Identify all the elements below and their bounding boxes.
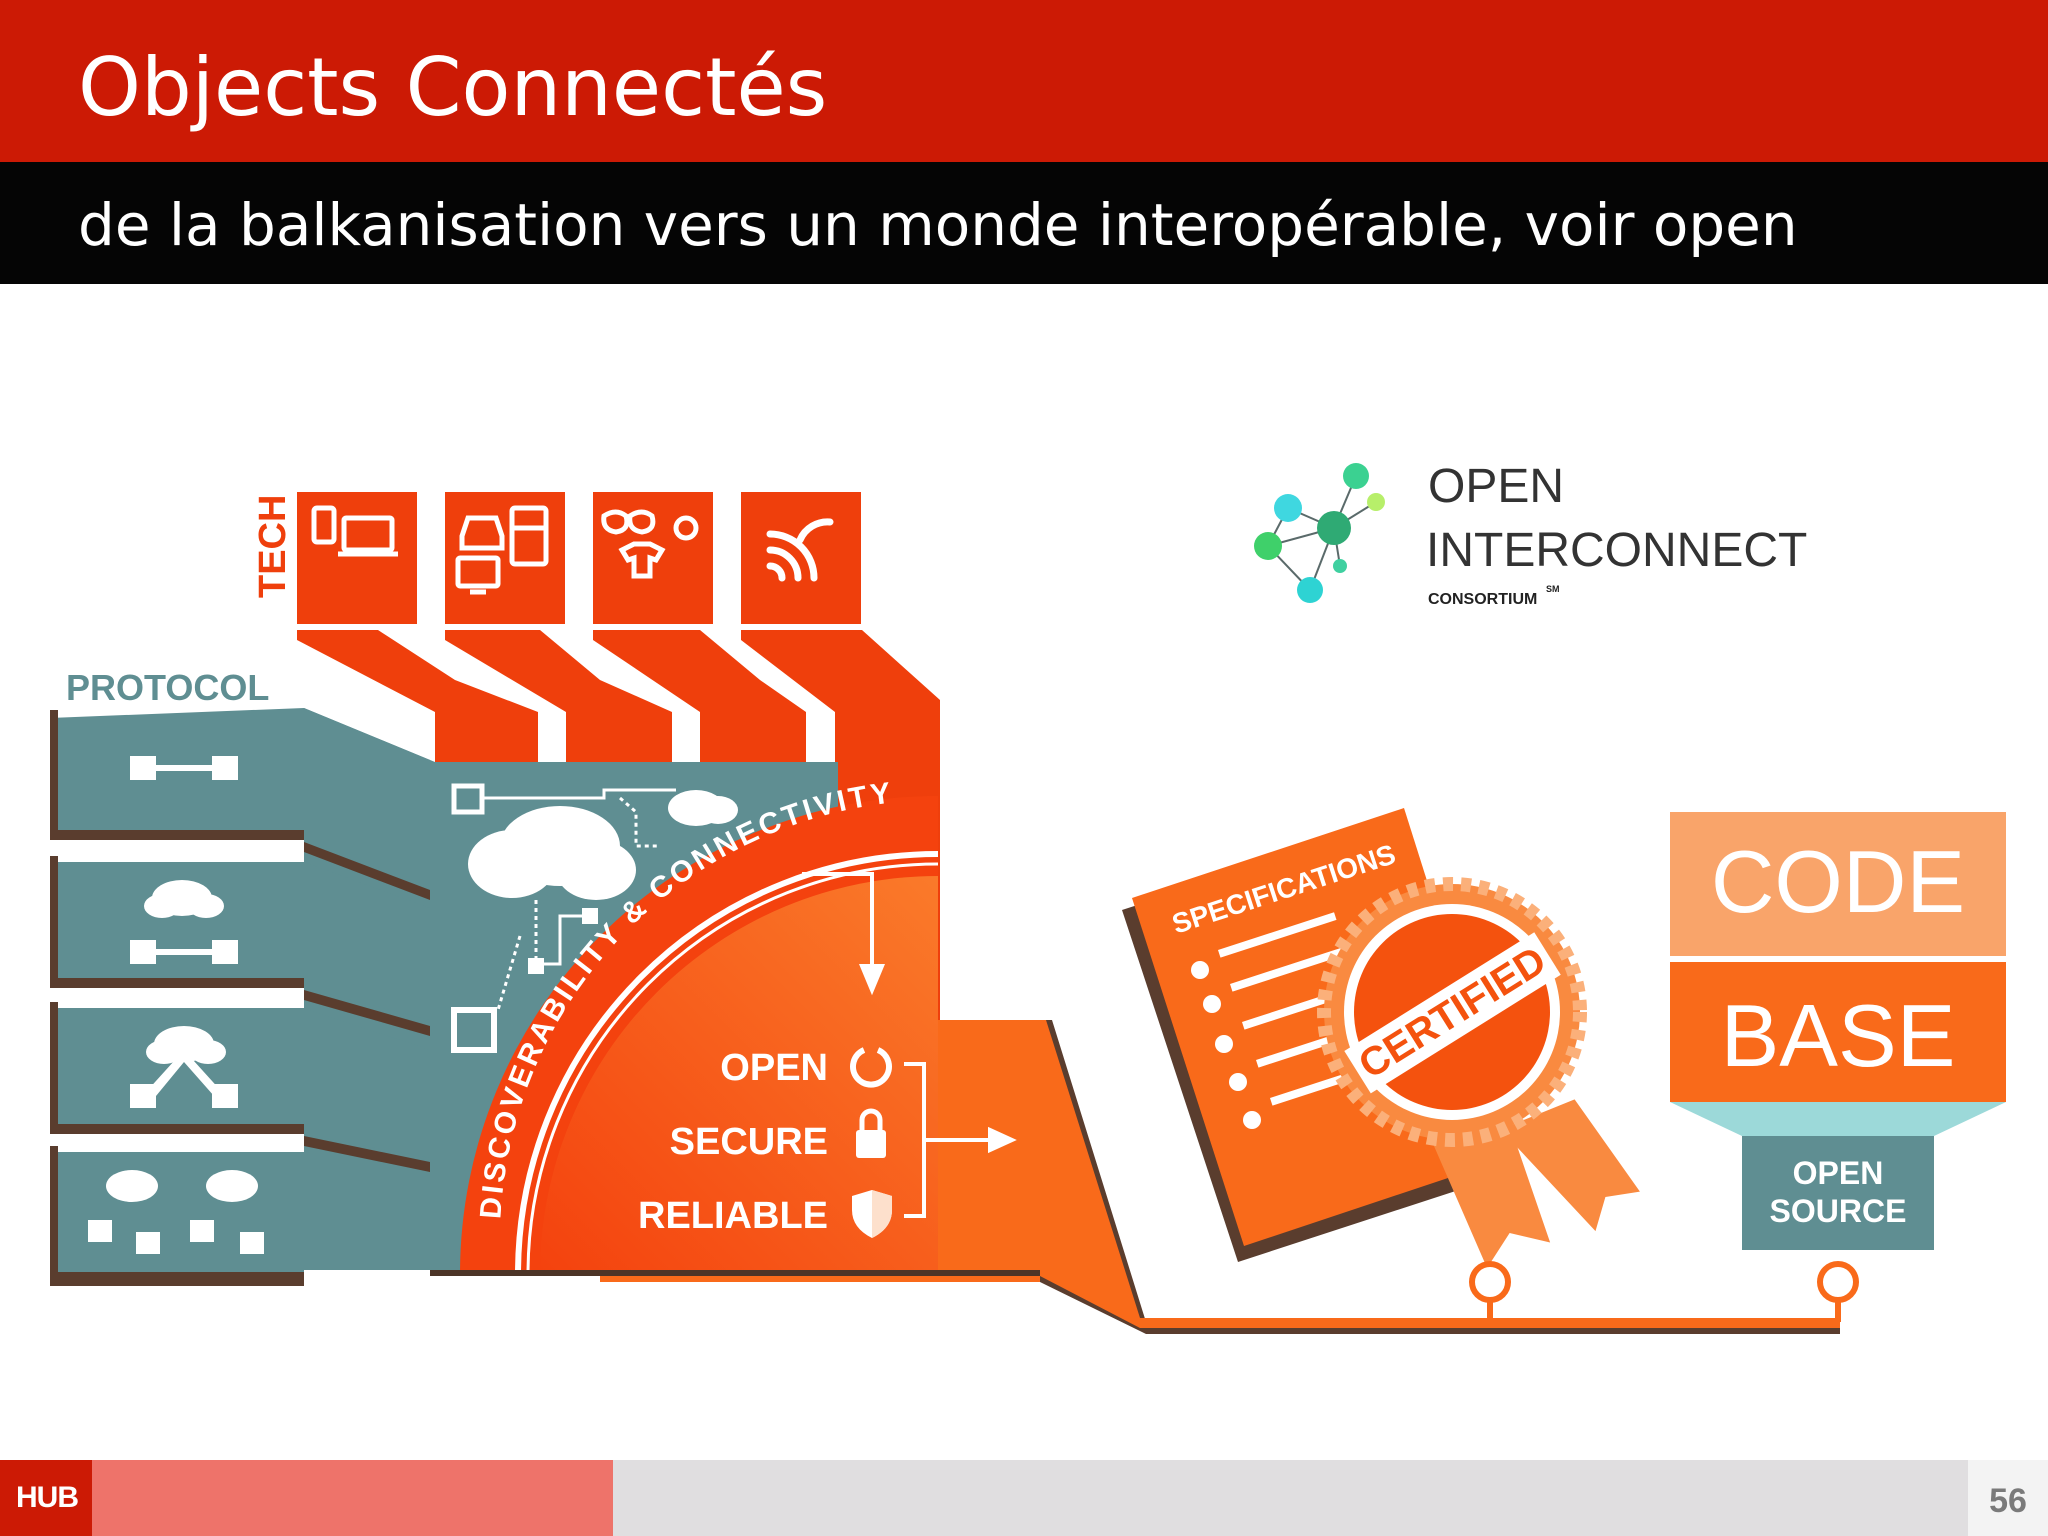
open-source-label-line1: OPEN <box>1793 1155 1884 1191</box>
iot-diagram: TECH <box>50 460 2006 1334</box>
subtitle-bar <box>0 162 2048 284</box>
car-fridge-tv-icon <box>455 505 549 595</box>
discoverability-arc <box>460 796 939 1270</box>
open-source-label-line2: SOURCE <box>1770 1193 1907 1229</box>
wireless-signal-icon <box>766 518 834 582</box>
slide-subtitle: de la balkanisation vers un monde intero… <box>78 191 1798 259</box>
progress-bar-track <box>613 1460 1968 1536</box>
point-to-point-icon <box>130 756 238 780</box>
protocol-block-1 <box>50 708 430 900</box>
cloud-connect-icon <box>130 880 238 964</box>
tech-box-devices <box>297 492 417 624</box>
hub-logo-text: HUB <box>16 1481 79 1514</box>
power-icon <box>850 1047 892 1088</box>
lock-icon <box>856 1108 886 1158</box>
tech-label: TECH <box>252 495 294 598</box>
page-number: 56 <box>1989 1482 2027 1520</box>
open-interconnect-logo: OPEN INTERCONNECT CONSORTIUM SM <box>1254 460 1807 608</box>
slide-title: Objects Connectés <box>78 41 828 134</box>
network-nodes-icon <box>1254 463 1385 603</box>
property-secure: SECURE <box>670 1121 828 1163</box>
protocol-block-4 <box>50 1146 304 1286</box>
cloud-network <box>451 783 738 1053</box>
glasses-watch-shirt-icon <box>601 509 699 579</box>
progress-bar-fill <box>92 1460 613 1536</box>
shield-icon <box>852 1190 892 1238</box>
phone-laptop-icon <box>311 505 398 557</box>
protocol-block-3 <box>50 1002 430 1172</box>
ramp <box>1040 1020 1840 1334</box>
logo-service-mark: SM <box>1546 584 1560 594</box>
code-label: CODE <box>1711 832 1965 931</box>
logo-line3: CONSORTIUM <box>1428 591 1537 608</box>
page-number-box <box>1968 1460 2048 1536</box>
connector-pins <box>1469 1261 1859 1322</box>
protocol-label: PROTOCOL <box>66 667 269 708</box>
down-arrow <box>802 872 885 996</box>
title-bar <box>0 0 2048 162</box>
tech-box-wearables <box>593 492 713 624</box>
logo-line1: OPEN <box>1428 460 1564 513</box>
certified-seal: CERTIFIED <box>1317 877 1640 1268</box>
hub-logo <box>0 1460 92 1536</box>
cloud-hub-icon <box>130 1026 238 1108</box>
properties-list: OPEN SECURE RELIABLE <box>638 1047 1017 1238</box>
logo-line2: INTERCONNECT <box>1426 524 1807 577</box>
property-open: OPEN <box>720 1047 828 1089</box>
code-base-block: CODE BASE OPEN SOURCE <box>1670 812 2006 1250</box>
tech-box-home <box>445 492 565 624</box>
multi-cloud-icon <box>88 1170 264 1254</box>
base-label: BASE <box>1721 986 1956 1085</box>
protocol-block-2 <box>50 856 430 1036</box>
property-reliable: RELIABLE <box>638 1195 828 1237</box>
tech-box-wireless <box>741 492 861 624</box>
bracket-arrow <box>904 1062 1017 1218</box>
